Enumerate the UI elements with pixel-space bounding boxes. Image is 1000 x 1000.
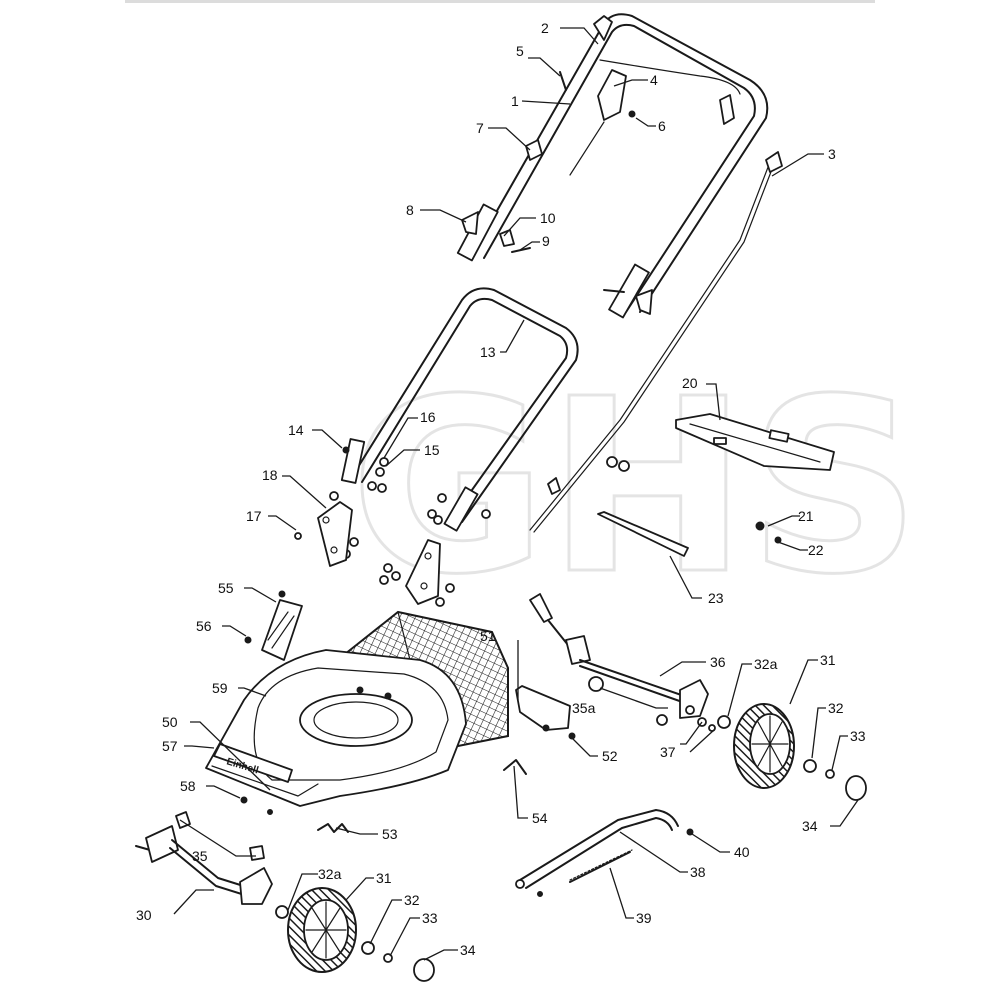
switch-box (569, 15, 627, 176)
grass-deflector-flap (675, 413, 835, 471)
part-label-8: 8 (406, 202, 414, 218)
part-label-21: 21 (798, 508, 814, 524)
part-label-52: 52 (602, 748, 618, 764)
part-label-31-left: 31 (376, 870, 392, 886)
part-number-labels: 1 2 3 4 5 6 7 8 9 10 13 14 15 16 17 18 2… (136, 20, 866, 958)
part-label-32a-right: 32a (754, 656, 778, 672)
part-label-57: 57 (162, 738, 178, 754)
part-label-9: 9 (542, 233, 550, 249)
part-label-32-right: 32 (828, 700, 844, 716)
part-label-2: 2 (541, 20, 549, 36)
part-label-54: 54 (532, 810, 548, 826)
mounting-bolts (294, 446, 782, 607)
part-label-17: 17 (246, 508, 262, 524)
part-label-15: 15 (424, 442, 440, 458)
part-label-55: 55 (218, 580, 234, 596)
part-label-39: 39 (636, 910, 652, 926)
part-label-16: 16 (420, 409, 436, 425)
part-label-20: 20 (682, 375, 698, 391)
part-label-59: 59 (212, 680, 228, 696)
part-label-56: 56 (196, 618, 212, 634)
part-label-35: 35 (192, 848, 208, 864)
flap-rod (597, 511, 689, 557)
part-label-14: 14 (288, 422, 304, 438)
diagram-frame (125, 0, 875, 1000)
quick-release-levers (461, 211, 653, 315)
part-label-37: 37 (660, 744, 676, 760)
part-label-40: 40 (734, 844, 750, 860)
part-label-34-right: 34 (802, 818, 818, 834)
part-label-35a: 35a (572, 700, 596, 716)
part-label-51: 51 (480, 628, 496, 644)
part-label-5: 5 (516, 43, 524, 59)
part-label-33-right: 33 (850, 728, 866, 744)
mounting-plates (317, 501, 441, 605)
front-axle-assembly (135, 811, 273, 905)
mower-deck: Einhell (205, 649, 467, 807)
part-label-34-left: 34 (460, 942, 476, 958)
watermark: GHS (350, 347, 921, 627)
part-label-32a-left: 32a (318, 866, 342, 882)
part-label-58: 58 (180, 778, 196, 794)
part-label-13: 13 (480, 344, 496, 360)
part-label-32-left: 32 (404, 892, 420, 908)
bowden-cable (529, 151, 783, 533)
part-label-6: 6 (658, 118, 666, 134)
lower-handle (340, 287, 579, 532)
part-label-4: 4 (650, 72, 658, 88)
part-label-33-left: 33 (422, 910, 438, 926)
part-label-18: 18 (262, 467, 278, 483)
small-hardware-upper (525, 71, 636, 161)
part-label-7: 7 (476, 120, 484, 136)
leader-lines (173, 27, 859, 961)
part-label-53: 53 (382, 826, 398, 842)
part-label-31-right: 31 (820, 652, 836, 668)
part-label-36: 36 (710, 654, 726, 670)
part-label-50: 50 (162, 714, 178, 730)
small-hardware-lower (240, 724, 576, 833)
part-label-10: 10 (540, 210, 556, 226)
part-label-3: 3 (828, 146, 836, 162)
discharge-part (244, 590, 303, 661)
front-wheel (275, 887, 435, 982)
rear-wheel (717, 703, 867, 801)
height-adjust-lever (515, 809, 694, 897)
part-label-30: 30 (136, 907, 152, 923)
part-label-1: 1 (511, 93, 519, 109)
part-label-38: 38 (690, 864, 706, 880)
part-label-22: 22 (808, 542, 824, 558)
part-label-23: 23 (708, 590, 724, 606)
upper-handle (456, 13, 769, 319)
